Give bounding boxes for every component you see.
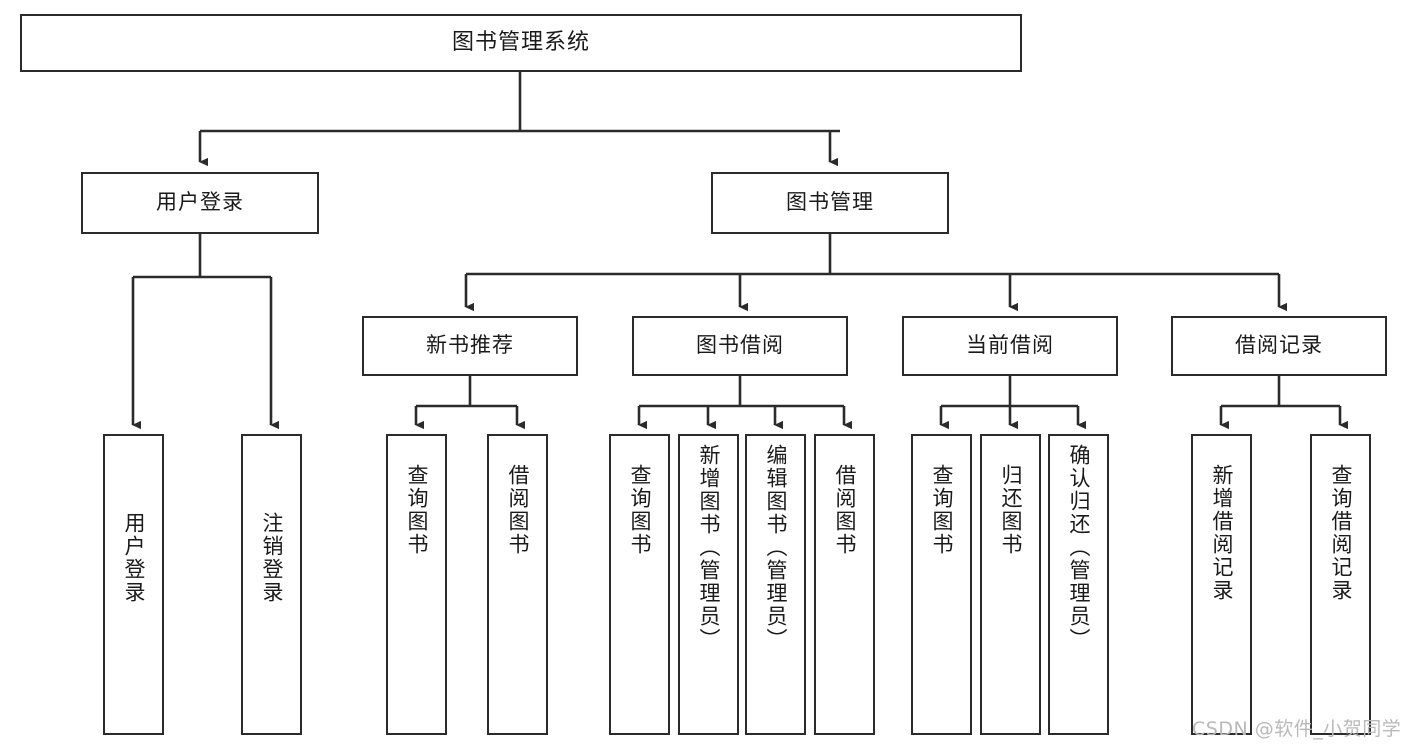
leaf-edit-book-admin-label: 编辑图书（管理员） — [763, 444, 788, 651]
leaf-logout-label: 注销登录 — [259, 512, 284, 604]
leaf-borrow-book-2[interactable]: 借阅图书 — [814, 434, 875, 735]
node-borrow-record-label: 借阅记录 — [1235, 333, 1323, 358]
node-new-book-recommend[interactable]: 新书推荐 — [362, 316, 578, 376]
leaf-return-book-label: 归还图书 — [998, 464, 1023, 556]
leaf-edit-book-admin[interactable]: 编辑图书（管理员） — [745, 434, 806, 735]
leaf-confirm-return-admin[interactable]: 确认归还（管理员） — [1048, 434, 1109, 735]
node-root-system[interactable]: 图书管理系统 — [20, 14, 1022, 72]
leaf-borrow-book-1-label: 借阅图书 — [505, 464, 530, 556]
node-borrow-record[interactable]: 借阅记录 — [1171, 316, 1387, 376]
leaf-query-borrow-record[interactable]: 查询借阅记录 — [1310, 434, 1371, 735]
leaf-return-book[interactable]: 归还图书 — [980, 434, 1041, 735]
leaf-borrow-book-2-label: 借阅图书 — [832, 464, 857, 556]
csdn-watermark: CSDN @软件_小贺同学 — [1192, 718, 1402, 740]
node-root-label: 图书管理系统 — [451, 29, 590, 55]
leaf-user-login-label: 用户登录 — [121, 512, 146, 604]
node-new-book-recommend-label: 新书推荐 — [426, 333, 514, 358]
leaf-query-book-1[interactable]: 查询图书 — [386, 434, 447, 735]
node-user-login-label: 用户登录 — [156, 190, 244, 215]
node-book-borrow[interactable]: 图书借阅 — [632, 316, 848, 376]
leaf-query-book-1-label: 查询图书 — [404, 464, 429, 556]
node-user-login[interactable]: 用户登录 — [81, 172, 319, 234]
node-current-borrow[interactable]: 当前借阅 — [902, 316, 1118, 376]
leaf-logout[interactable]: 注销登录 — [241, 434, 302, 735]
leaf-query-book-2-label: 查询图书 — [627, 464, 652, 556]
leaf-user-login[interactable]: 用户登录 — [103, 434, 164, 735]
leaf-add-borrow-record[interactable]: 新增借阅记录 — [1191, 434, 1252, 735]
leaf-confirm-return-admin-label: 确认归还（管理员） — [1066, 444, 1091, 651]
leaf-query-book-2[interactable]: 查询图书 — [609, 434, 670, 735]
node-book-management[interactable]: 图书管理 — [711, 172, 949, 234]
node-book-borrow-label: 图书借阅 — [696, 333, 784, 358]
leaf-add-borrow-record-label: 新增借阅记录 — [1209, 464, 1234, 602]
leaf-add-book-admin[interactable]: 新增图书（管理员） — [678, 434, 739, 735]
node-current-borrow-label: 当前借阅 — [966, 333, 1054, 358]
node-book-management-label: 图书管理 — [786, 190, 874, 215]
leaf-query-borrow-record-label: 查询借阅记录 — [1328, 464, 1353, 602]
leaf-query-book-3[interactable]: 查询图书 — [911, 434, 972, 735]
leaf-borrow-book-1[interactable]: 借阅图书 — [487, 434, 548, 735]
leaf-add-book-admin-label: 新增图书（管理员） — [696, 444, 721, 651]
leaf-query-book-3-label: 查询图书 — [929, 464, 954, 556]
